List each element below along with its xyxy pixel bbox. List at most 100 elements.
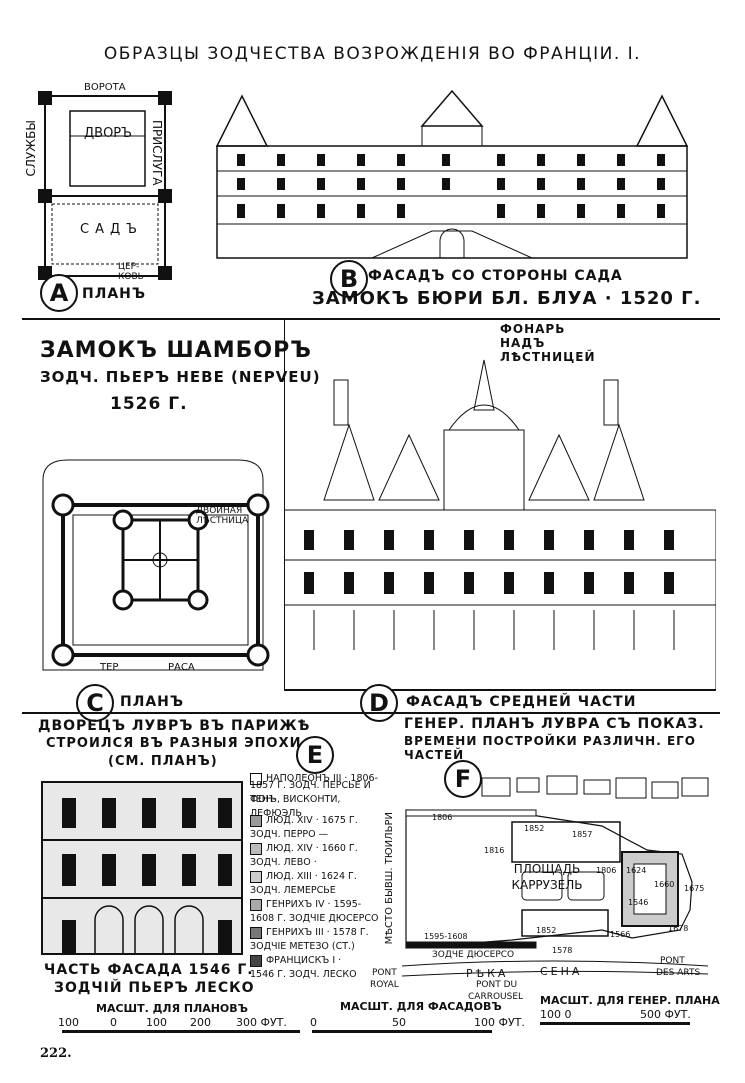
legend-text: 1857 Г. ЗОДЧ. ПЕРСЬЕ И ФОН- (250, 780, 371, 805)
section-e-title-2: СТРОИЛСЯ ВЪ РАЗНЫЯ ЭПОХИ (46, 736, 302, 751)
legend-text: 1608 Г. ЗОДЧІЕ ДЮСЕРСО (250, 913, 379, 924)
section-d-caption: ФАСАДЪ СРЕДНЕЙ ЧАСТИ (406, 694, 637, 710)
plan-f-ducerceau-label: ЗОДЧЕ ДЮСЕРСО (432, 950, 515, 960)
scale-facades-tick: 50 (392, 1016, 406, 1029)
plan-f-pont-arts-2: DES ARTS (656, 968, 701, 978)
scale-plans-tick: 100 (146, 1016, 167, 1029)
scale-general-tick: 500 ФУТ. (640, 1008, 691, 1021)
plan-c-drawing (42, 459, 270, 671)
legend-item: ТЕНЪ, ВИСКОНТИ, ЛЕФЮЭЛЬ (250, 794, 392, 819)
facade-d-drawing (284, 320, 716, 691)
plan-c-terrace-1: ТЕР (100, 662, 119, 673)
legend-swatch (250, 773, 262, 785)
plan-f-year: 1852 (524, 824, 545, 833)
section-d-marker: D (360, 684, 398, 722)
plan-f-year: 1595-1608 (424, 932, 468, 941)
plan-a-garden-label: САДЪ (80, 222, 143, 237)
plan-f-year: 1857 (572, 830, 593, 839)
plan-a-services-label: СЛУЖБЫ (24, 120, 38, 177)
scale-general-label: МАСШТ. ДЛЯ ГЕНЕР. ПЛАНА (540, 994, 720, 1007)
section-c-marker: C (76, 684, 114, 722)
plan-f-pont-royal-2: ROYAL (370, 980, 399, 990)
section-f-title-1: ГЕНЕР. ПЛАНЪ ЛУВРА СЪ ПОКАЗ. (404, 716, 705, 732)
legend-item: ЛЮД. XIV · 1675 Г. (250, 814, 392, 828)
legend-item: ГЕНРИХЪ IV · 1595- (250, 898, 392, 912)
section-a-marker: A (40, 274, 78, 312)
scale-general-bar (540, 1022, 690, 1025)
plan-f-year: 1566 (610, 930, 631, 939)
legend-item: 1546 Г. ЗОДЧ. ЛЕСКО (250, 968, 392, 982)
plan-a-gate-label: ВОРОТА (84, 82, 126, 93)
divider-1 (22, 318, 720, 320)
plan-f-year: 1578 (552, 946, 573, 955)
plan-f-year: 1678 (668, 924, 689, 933)
section-f-title-2: ВРЕМЕНИ ПОСТРОЙКИ РАЗЛИЧН. ЕГО ЧАСТЕЙ (404, 734, 696, 762)
legend-item: 1608 Г. ЗОДЧІЕ ДЮСЕРСО (250, 912, 392, 926)
plan-f-seine-label: СЕНА (540, 965, 583, 978)
scale-plans-label: МАСШТ. ДЛЯ ПЛАНОВЪ (96, 1002, 248, 1015)
section-c-title-3: 1526 Г. (110, 394, 188, 414)
section-b-caption-2: ЗАМОКЪ БЮРИ БЛ. БЛУА · 1520 Г. (312, 288, 702, 309)
plan-f-year: 1806 (596, 866, 617, 875)
plan-f-year: 1675 (684, 884, 705, 893)
legend-item: 1857 Г. ЗОДЧ. ПЕРСЬЕ И ФОН- (250, 780, 392, 805)
legend-text: ФРАНЦИСКЪ I · (266, 955, 342, 966)
section-f-marker: F (444, 760, 482, 798)
plan-f-pont-arts-1: PONT (660, 956, 685, 966)
legend-text: ЗОДЧ. ЛЕМЕРСЬЕ (250, 885, 336, 896)
section-c-title-2: ЗОДЧ. ПЬЕРЪ НЕВЕ (NEPVEU) (40, 368, 321, 386)
legend-text: ГЕНРИХЪ III · 1578 Г. (266, 927, 369, 938)
legend-text: НАПОЛЕОНЪ III · 1806- (266, 773, 379, 784)
section-e-caption-1: ЧАСТЬ ФАСАДА 1546 Г. (44, 962, 254, 978)
scale-facades-bar (312, 1030, 492, 1033)
legend-item: ЗОДЧ. ЛЕМЕРСЬЕ (250, 884, 392, 898)
legend-item: ЛЮД. XIV · 1660 Г. (250, 842, 392, 856)
section-c-title-1: ЗАМОКЪ ШАМБОРЪ (40, 338, 312, 363)
scale-plans-tick: 0 (110, 1016, 117, 1029)
section-e-caption-2: ЗОДЧІЙ ПЬЕРЪ ЛЕСКО (54, 980, 255, 996)
legend-text: 1546 Г. ЗОДЧ. ЛЕСКО (250, 969, 357, 980)
legend-text: ЛЮД. XIII · 1624 Г. (266, 871, 357, 882)
legend-swatch (250, 899, 262, 911)
legend-item: ЛЮД. XIII · 1624 Г. (250, 870, 392, 884)
legend-swatch (250, 955, 262, 967)
legend-text: ЛЮД. XIV · 1675 Г. (266, 815, 358, 826)
legend-text: ЗОДЧ. ЛЕВО · (250, 857, 317, 868)
divider-2 (22, 712, 720, 714)
legend-text: ГЕНРИХЪ IV · 1595- (266, 899, 362, 910)
plan-f-river-label: РѢКА (466, 967, 509, 980)
page-title: ОБРАЗЦЫ ЗОДЧЕСТВА ВОЗРОЖДЕНІЯ ВО ФРАНЦІИ… (103, 44, 642, 64)
plan-f-drawing (401, 775, 709, 977)
legend-item: ЗОДЧ. ЛЕВО · (250, 856, 392, 870)
plan-f-square-label-2: КАРРУЗЕЛЬ (511, 878, 583, 892)
plan-f-pont-carrousel-1: PONT DU (476, 980, 518, 990)
facade-b-drawing (215, 89, 689, 259)
legend-text: ЛЮД. XIV · 1660 Г. (266, 843, 358, 854)
plan-f-year: 1852 (536, 926, 557, 935)
section-a-caption: ПЛАНЪ (82, 286, 147, 302)
section-e-title-1: ДВОРЕЦЪ ЛУВРЪ ВЪ ПАРИЖѢ (38, 718, 311, 734)
scale-facades-label: МАСШТ. ДЛЯ ФАСАДОВЪ (340, 1000, 502, 1013)
plan-f-year: 1660 (654, 880, 675, 889)
section-e-marker: E (296, 736, 334, 774)
plan-f-tuileries-label: МѢСТО БЫВШ. ТЮИЛЬРИ (384, 812, 395, 945)
legend-item: ГЕНРИХЪ III · 1578 Г. (250, 926, 392, 940)
plan-f-year: 1816 (484, 846, 505, 855)
scale-general-tick: 100 0 (540, 1008, 572, 1021)
plan-f-year: 1624 (626, 866, 647, 875)
legend-text: ЗОДЧІЕ МЕТЕЗО (СТ.) (250, 941, 355, 952)
page-number: 222. (40, 1046, 72, 1061)
section-c-caption: ПЛАНЪ (120, 694, 185, 710)
scale-plans-tick: 100 (58, 1016, 79, 1029)
legend: НАПОЛЕОНЪ III · 1806- 1857 Г. ЗОДЧ. ПЕРС… (250, 772, 392, 982)
plan-f-year: 1806 (432, 813, 453, 822)
legend-swatch (250, 843, 262, 855)
plan-a-church-label: ЦЕР-КОВЬ (118, 262, 144, 282)
section-b-caption-1: ФАСАДЪ СО СТОРОНЫ САДА (368, 268, 623, 284)
section-d-lantern-label: ФОНАРЬ НАДЪ ЛѢСТНИЦЕЙ (500, 322, 596, 364)
section-e-title-3: (СМ. ПЛАНЪ) (108, 754, 218, 769)
legend-item: НАПОЛЕОНЪ III · 1806- (250, 772, 392, 786)
plan-a-drawing (38, 91, 172, 280)
scale-plans-tick: 300 ФУТ. (236, 1016, 287, 1029)
plan-f-year: 1546 (628, 898, 649, 907)
